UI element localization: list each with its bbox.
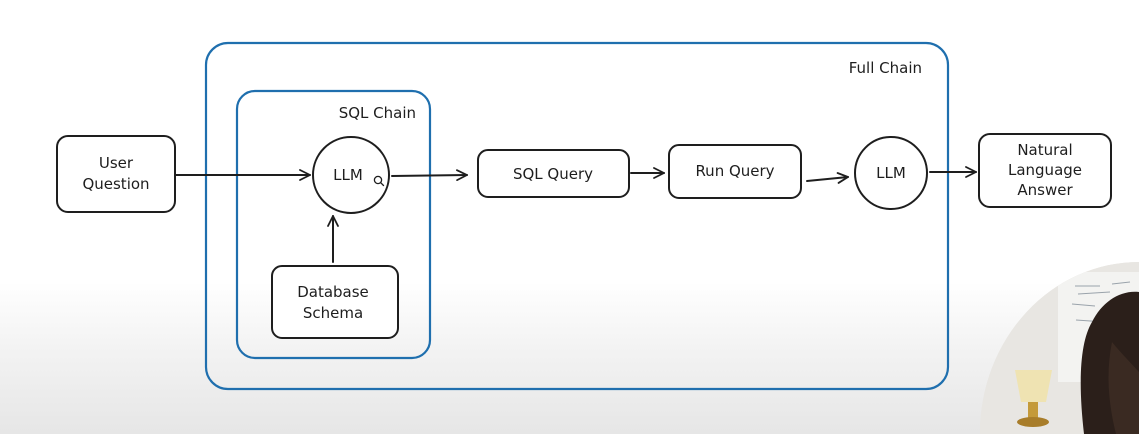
full-chain-label: Full Chain — [849, 59, 922, 77]
user-question-line-1: User — [99, 154, 134, 172]
llm-outer-node: LLM — [854, 136, 928, 210]
database-schema-line-1: Database — [297, 283, 369, 301]
sql-query-node: SQL Query — [477, 149, 630, 198]
sql-query-label: SQL Query — [513, 165, 593, 183]
arrow-llm-to-sql-query — [391, 169, 468, 182]
zoom-cursor-icon — [373, 175, 385, 187]
user-question-node: User Question — [56, 135, 176, 213]
database-schema-line-2: Schema — [303, 304, 363, 322]
database-schema-node: Database Schema — [271, 265, 399, 339]
answer-node: Natural Language Answer — [978, 133, 1112, 208]
sql-chain-group: SQL Chain — [235, 89, 432, 360]
arrows — [175, 166, 977, 263]
llm-inner-label: LLM — [333, 166, 363, 184]
answer-line-2: Language — [1008, 161, 1082, 179]
llm-inner-node: LLM — [312, 136, 390, 214]
arrow-run-query-to-llm — [806, 172, 849, 184]
llm-outer-label: LLM — [876, 164, 906, 182]
run-query-node: Run Query — [668, 144, 802, 199]
full-chain-border — [204, 41, 950, 391]
sql-chain-label: SQL Chain — [339, 104, 416, 122]
sql-chain-border — [235, 89, 432, 360]
answer-line-1: Natural — [1017, 141, 1072, 159]
run-query-label: Run Query — [695, 162, 774, 180]
answer-line-3: Answer — [1017, 181, 1073, 199]
full-chain-group: Full Chain — [204, 41, 950, 391]
user-question-line-2: Question — [82, 175, 149, 193]
